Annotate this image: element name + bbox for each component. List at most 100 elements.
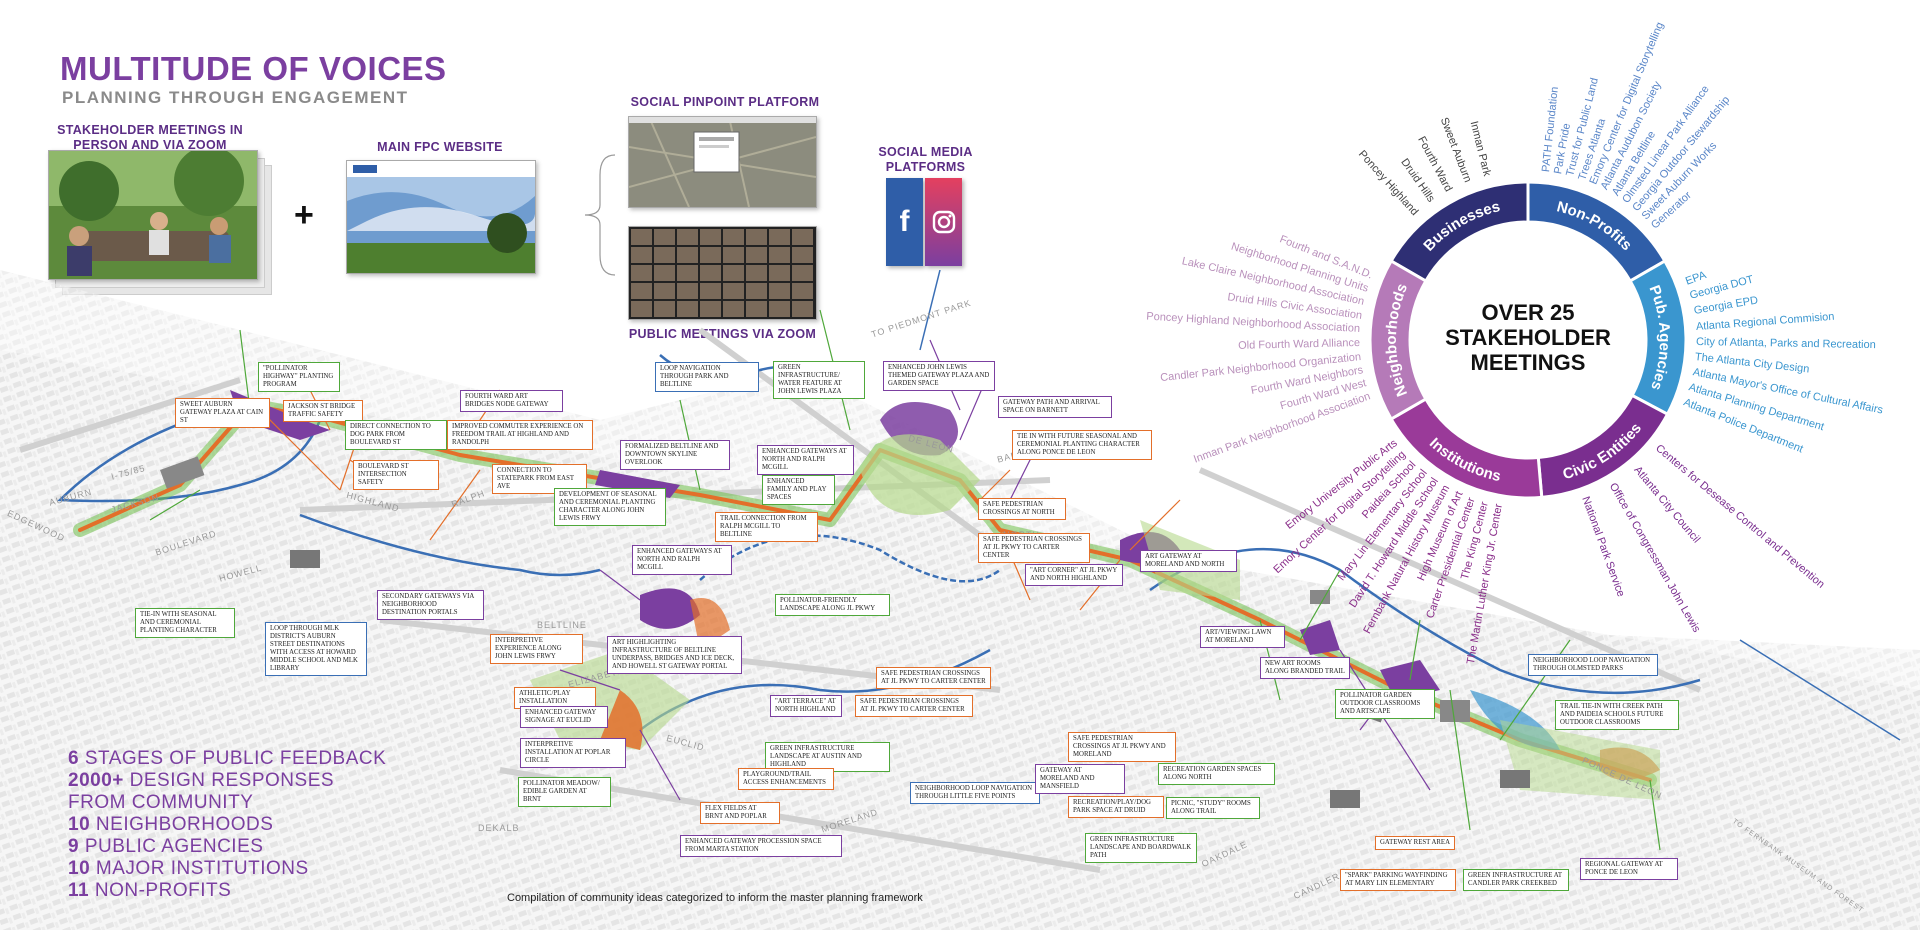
wheel-center-line: STAKEHOLDER: [1445, 325, 1611, 350]
businesses-item: Inman Park: [1467, 119, 1494, 178]
callout-17: ENHANCED FAMILY AND PLAY SPACES: [762, 475, 835, 505]
stat-text: NEIGHBORHOODS: [90, 814, 274, 835]
stat-number: 9: [68, 836, 80, 857]
callout-43: POLLINATOR MEADOW/ EDIBLE GARDEN AT BRNT: [518, 777, 611, 807]
callout-26: SECONDARY GATEWAYS VIA NEIGHBORHOOD DEST…: [377, 590, 484, 620]
stat-number: 11: [68, 880, 90, 901]
callout-25: LOOP THROUGH MLK DISTRICT'S AUBURN STREE…: [265, 622, 367, 676]
stat-number: 6: [68, 748, 80, 769]
pinpoint-label: SOCIAL PINPOINT PLATFORM: [630, 95, 820, 109]
callout-18: TRAIL CONNECTION FROM RALPH MCGILL TO BE…: [715, 512, 818, 542]
callout-30: SAFE PEDESTRIAN CROSSINGS AT JL PKWY TO …: [876, 667, 991, 689]
stat-line: 9 PUBLIC AGENCIES: [68, 836, 448, 858]
street-beltline: BELTLINE: [537, 620, 587, 630]
zoom-grid-image: [629, 227, 816, 319]
callout-10: FORMALIZED BELTLINE AND DOWNTOWN SKYLINE…: [620, 440, 730, 470]
stat-text: FROM COMMUNITY: [68, 792, 254, 813]
callout-5: BOULEVARD ST INTERSECTION SAFETY: [353, 460, 439, 490]
callout-42: PLAYGROUND/TRAIL ACCESS ENHANCEMENTS: [738, 768, 834, 790]
callout-29: POLLINATOR-FRIENDLY LANDSCAPE ALONG JL P…: [775, 594, 890, 616]
stat-line: FROM COMMUNITY: [68, 792, 448, 814]
callout-2: SWEET AUBURN GATEWAY PLAZA AT CAIN ST: [175, 398, 270, 428]
stat-text: MAJOR INSTITUTIONS: [90, 858, 309, 879]
callout-3: JACKSON ST BRIDGE TRAFFIC SAFETY: [283, 400, 363, 422]
callout-54: "SPARK" PARKING WAYFINDING AT MARY LIN E…: [1340, 869, 1456, 891]
page-title: MULTITUDE OF VOICES: [60, 50, 447, 87]
stat-line: 11 NON-PROFITS: [68, 880, 448, 902]
callout-16: ENHANCED GATEWAYS AT NORTH AND RALPH MCG…: [757, 445, 854, 475]
map-caption: Compilation of community ideas categoriz…: [507, 892, 923, 904]
bracket-connector: [584, 154, 616, 276]
stat-text: PUBLIC AGENCIES: [79, 836, 264, 857]
stakeholder-photo: [48, 150, 258, 280]
callout-55: GREEN INFRASTRUCTURE AT CANDLER PARK CRE…: [1463, 869, 1569, 891]
callout-49: RECREATION GARDEN SPACES ALONG NORTH: [1158, 763, 1275, 785]
street-dekalb: DEKALB: [478, 823, 520, 833]
website-screenshot[interactable]: [346, 160, 536, 274]
callout-15: TIE IN WITH FUTURE SEASONAL AND CEREMONI…: [1012, 430, 1152, 460]
stat-line: 2000+ DESIGN RESPONSES: [68, 770, 448, 792]
stat-text: STAGES OF PUBLIC FEEDBACK: [79, 748, 387, 769]
wheel-center-line: OVER 25: [1481, 300, 1575, 325]
page-subtitle: PLANNING THROUGH ENGAGEMENT: [62, 88, 409, 107]
pinpoint-screenshot[interactable]: [628, 116, 817, 208]
callout-34: NEIGHBORHOOD LOOP NAVIGATION THROUGH OLM…: [1528, 654, 1658, 676]
pinpoint-map-image: [629, 117, 816, 207]
instagram-icon[interactable]: [925, 178, 962, 266]
callout-22: ART GATEWAY AT MORELAND AND NORTH: [1140, 550, 1237, 572]
callout-7: IMPROVED COMMUTER EXPERIENCE ON FREEDOM …: [447, 420, 593, 450]
callout-45: ENHANCED GATEWAY PROCESSION SPACE FROM M…: [680, 835, 842, 857]
callout-48: SAFE PEDESTRIAN CROSSINGS AT JL PKWY AND…: [1068, 732, 1176, 762]
stat-number: 2000+: [68, 770, 124, 791]
callout-35: TRAIL TIE-IN WITH CREEK PATH AND PAIDEIA…: [1555, 700, 1679, 730]
callout-51: PICNIC, "STUDY" ROOMS ALONG TRAIL: [1166, 797, 1260, 819]
callout-9: DEVELOPMENT OF SEASONAL AND CEREMONIAL P…: [554, 488, 666, 526]
wheel-center-text: OVER 25 STAKEHOLDER MEETINGS: [1412, 300, 1644, 375]
callout-38: ENHANCED GATEWAY SIGNAGE AT EUCLID: [520, 706, 608, 728]
zoom-screenshot[interactable]: [628, 226, 817, 320]
wheel-center-line: MEETINGS: [1470, 350, 1586, 375]
website-screenshot-image: [347, 161, 535, 273]
callout-32: ART/VIEWING LAWN AT MORELAND: [1200, 626, 1285, 648]
callout-53: GATEWAY REST AREA: [1375, 836, 1455, 850]
callout-4: DIRECT CONNECTION TO DOG PARK FROM BOULE…: [345, 420, 447, 450]
social-label: SOCIAL MEDIA PLATFORMS: [878, 145, 973, 174]
stat-line: 10 NEIGHBORHOODS: [68, 814, 448, 836]
callout-52: GREEN INFRASTRUCTURE LANDSCAPE AND BOARD…: [1085, 833, 1197, 863]
callout-31: SAFE PEDESTRIAN CROSSINGS AT JL PKWY TO …: [855, 695, 973, 717]
callout-41: GREEN INFRASTRUCTURE LANDSCAPE AT AUSTIN…: [765, 742, 890, 772]
callout-56: REGIONAL GATEWAY AT PONCE DE LEON: [1580, 858, 1678, 880]
callout-50: RECREATION/PLAY/DOG PARK SPACE AT DRUID: [1068, 796, 1164, 818]
callout-27: INTERPRETIVE EXPERIENCE ALONG JOHN LEWIS…: [490, 634, 583, 664]
callout-46: NEIGHBORHOOD LOOP NAVIGATION THROUGH LIT…: [910, 782, 1040, 804]
callout-21: SAFE PEDESTRIAN CROSSINGS AT JL PKWY TO …: [978, 533, 1090, 563]
facebook-icon[interactable]: f: [886, 178, 923, 266]
stat-number: 10: [68, 858, 91, 879]
website-label: MAIN FPC WEBSITE: [377, 140, 503, 154]
stat-text: NON-PROFITS: [89, 880, 232, 901]
callout-23: "ART CORNER" AT JL PKWY AND NORTH HIGHLA…: [1025, 564, 1123, 586]
stakeholder-label: STAKEHOLDER MEETINGS IN PERSON AND VIA Z…: [57, 123, 243, 152]
callout-40: INTERPRETIVE INSTALLATION AT POPLAR CIRC…: [520, 738, 626, 768]
callout-6: FOURTH WARD ART BRIDGES NODE GATEWAY: [460, 390, 563, 412]
callout-47: GATEWAY AT MORELAND AND MANSFIELD: [1035, 764, 1125, 794]
instagram-glyph: [932, 210, 955, 234]
zoom-label: PUBLIC MEETINGS VIA ZOOM: [628, 327, 817, 341]
callout-28: ART HIGHLIGHTING INFRASTRUCTURE OF BELTL…: [607, 636, 742, 674]
callout-36: POLLINATOR GARDEN OUTDOOR CLASSROOMS AND…: [1335, 689, 1435, 719]
stat-number: 10: [68, 814, 91, 835]
callout-12: GREEN INFRASTRUCTURE/ WATER FEATURE AT J…: [773, 361, 865, 399]
callout-44: FLEX FIELDS AT BRNT AND POPLAR: [700, 802, 780, 824]
callout-14: GATEWAY PATH AND ARRIVAL SPACE ON BARNET…: [998, 396, 1112, 418]
wheel-segment-neighborhoods: [1368, 258, 1428, 422]
stat-line: 10 MAJOR INSTITUTIONS: [68, 858, 448, 880]
stakeholder-photo-image: [49, 151, 257, 279]
stat-line: 6 STAGES OF PUBLIC FEEDBACK: [68, 748, 448, 770]
engagement-stats: 6 STAGES OF PUBLIC FEEDBACK 2000+ DESIGN…: [68, 748, 448, 902]
stat-text: DESIGN RESPONSES: [123, 770, 335, 791]
callout-24: TIE-IN WITH SEASONAL AND CEREMONIAL PLAN…: [135, 608, 235, 638]
callout-20: SAFE PEDESTRIAN CROSSINGS AT NORTH: [978, 498, 1066, 520]
plus-sign: +: [294, 196, 314, 234]
callout-11: LOOP NAVIGATION THROUGH PARK AND BELTLIN…: [655, 362, 759, 392]
